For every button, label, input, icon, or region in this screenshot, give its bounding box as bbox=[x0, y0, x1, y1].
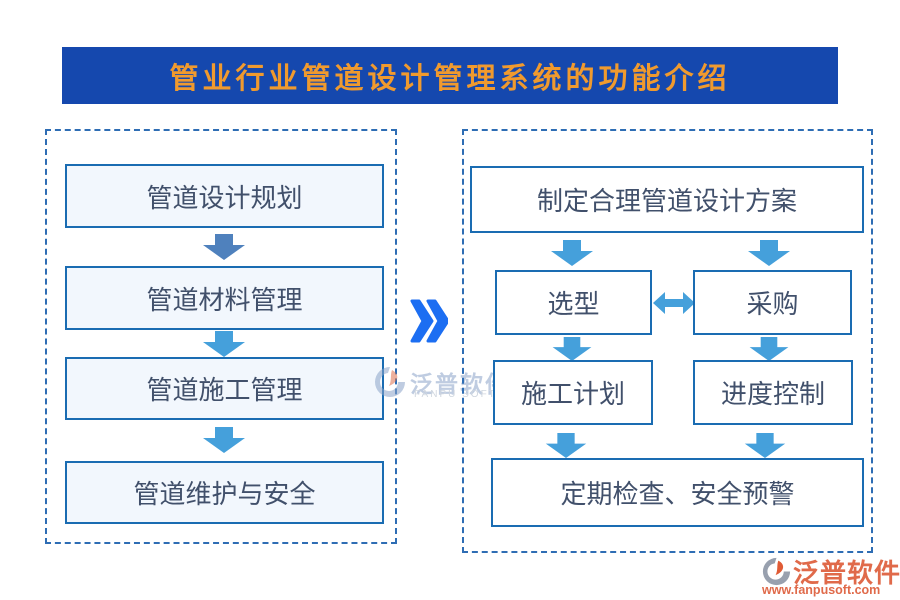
flow-box-procurement: 采购 bbox=[693, 270, 852, 335]
down-arrow-icon bbox=[203, 234, 245, 260]
down-arrow-icon bbox=[551, 240, 593, 266]
flow-box-label: 管道施工管理 bbox=[146, 376, 303, 405]
flow-box-label: 管道材料管理 bbox=[146, 285, 303, 315]
flow-box-pipeline-construction-management: 管道施工管理 bbox=[65, 357, 384, 420]
down-arrow-icon bbox=[552, 337, 592, 361]
fanpu-logo-icon bbox=[762, 557, 791, 586]
fanpu-logo-icon bbox=[375, 367, 405, 397]
flow-box-label: 选型 bbox=[547, 290, 600, 319]
flow-box-design-scheme: 制定合理管道设计方案 bbox=[470, 166, 864, 233]
flow-box-label: 制定合理管道设计方案 bbox=[536, 187, 797, 216]
flow-box-label: 管道设计规划 bbox=[146, 183, 303, 213]
flow-box-inspection-warning: 定期检查、安全预警 bbox=[491, 458, 864, 527]
flow-box-progress-control: 进度控制 bbox=[693, 360, 853, 425]
flow-box-label: 进度控制 bbox=[720, 380, 825, 409]
flow-box-pipeline-material-management: 管道材料管理 bbox=[65, 266, 384, 330]
right-flow-panel bbox=[462, 129, 873, 553]
down-arrow-icon bbox=[203, 427, 245, 453]
flow-box-construction-plan: 施工计划 bbox=[493, 360, 653, 425]
down-arrow-icon bbox=[749, 337, 789, 361]
left-flow-panel bbox=[45, 129, 397, 544]
watermark-name-cn: 泛普软件 bbox=[410, 372, 510, 397]
flow-box-label: 管道维护与安全 bbox=[133, 480, 316, 509]
double-chevron-right-icon bbox=[410, 299, 448, 343]
down-arrow-icon bbox=[545, 433, 587, 458]
flow-box-pipeline-design-planning: 管道设计规划 bbox=[65, 164, 384, 228]
flow-box-label: 采购 bbox=[746, 290, 799, 319]
down-arrow-icon bbox=[748, 240, 790, 266]
flow-box-selection: 选型 bbox=[495, 270, 652, 335]
down-arrow-icon bbox=[203, 331, 245, 357]
watermark: 泛普软件 FANPU SOFTWARE bbox=[374, 365, 532, 403]
down-arrow-icon bbox=[744, 433, 786, 458]
title-banner: 管业行业管道设计管理系统的功能介绍 bbox=[62, 47, 838, 104]
footer-brand-url: www.fanpusoft.com bbox=[762, 583, 881, 597]
page-title: 管业行业管道设计管理系统的功能介绍 bbox=[169, 62, 731, 95]
flow-box-label: 施工计划 bbox=[520, 380, 625, 409]
footer-brand-name: 泛普软件 bbox=[793, 559, 900, 588]
flow-box-pipeline-maintenance-safety: 管道维护与安全 bbox=[65, 461, 384, 524]
footer-brand: 泛普软件 www.fanpusoft.com bbox=[760, 555, 900, 597]
watermark-name-en: FANPU SOFTWARE bbox=[414, 389, 535, 400]
flow-box-label: 定期检查、安全预警 bbox=[560, 480, 795, 509]
double-headed-arrow-icon bbox=[653, 292, 695, 314]
